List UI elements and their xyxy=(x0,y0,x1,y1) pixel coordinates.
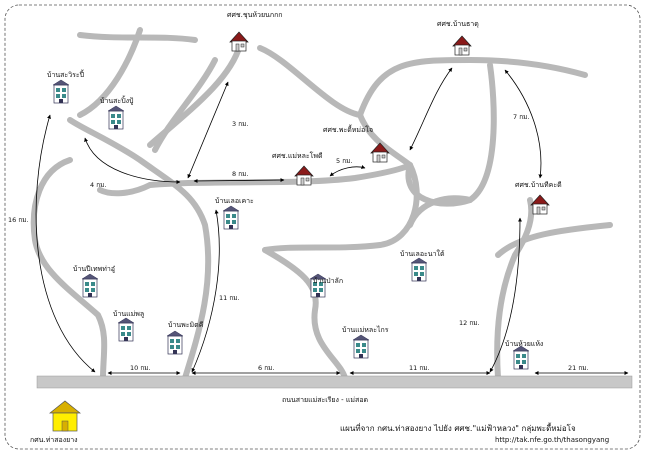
source-url: http://tak.nfe.go.th/thasongyang xyxy=(495,436,610,444)
distance-label-4km: 4 กม. xyxy=(90,181,107,189)
arrow-3km xyxy=(187,81,229,179)
distance-label-7km: 7 กม. xyxy=(513,113,530,121)
arrow-north-tha-dua xyxy=(409,67,453,151)
place-label-pa-duemo-jo: ศศช.พะดื้หม่อโจ xyxy=(323,126,374,134)
distance-label-8km: 8 กม. xyxy=(232,170,249,178)
place-label-mae-pu: บ้านแม่พลู xyxy=(113,310,145,318)
learning-center-house-icon xyxy=(294,165,314,186)
distance-label-3km: 3 กม. xyxy=(232,120,249,128)
learning-center-house-icon xyxy=(530,194,550,215)
learning-center-house-icon xyxy=(452,35,472,56)
place-label-sa-tae-pi: บ้านสะวิระปี้ xyxy=(47,71,85,79)
distance-label-5km: 5 กม. xyxy=(336,157,353,165)
place-label-pia-tha-pu: บ้านปีเทพท่าอู๋ xyxy=(73,265,115,273)
village-house-icon xyxy=(222,205,240,230)
place-label-pa-lak: บ้านป่าลัก xyxy=(313,277,344,285)
village-house-icon xyxy=(107,105,125,130)
place-label-tha-song-yang: กศน.ท่าสองยาง xyxy=(30,436,78,444)
place-label-thi-kha-di: ศศช.บ้านทีคะดี xyxy=(515,181,562,189)
place-label-lae-na-tai: บ้านเลอะนาใต้ xyxy=(400,250,445,258)
place-label-sa-po-pu: บ้านสะปิ้งปู้ xyxy=(100,97,134,105)
village-house-icon xyxy=(166,330,184,355)
place-label-mae-la-krai: บ้านแม่หละไกร xyxy=(342,326,389,334)
village-house-icon xyxy=(117,317,135,342)
road-network xyxy=(30,27,613,381)
distance-label-21km: 21 กม. xyxy=(568,364,589,372)
place-label-huai-phaeng: บ้านห้วยแห้ง xyxy=(505,340,544,348)
place-label-lae-kho: บ้านเลอเคาะ xyxy=(215,197,254,205)
map-frame xyxy=(4,4,641,450)
place-label-chun-huai-nok-kok: ศศช.ชุนห้วยนกกก xyxy=(227,11,283,19)
village-house-icon xyxy=(512,345,530,370)
village-house-icon xyxy=(81,273,99,298)
village-house-icon xyxy=(52,79,70,104)
distance-label-10km: 10 กม. xyxy=(130,364,151,372)
place-label-tha-dua: ศศช.บ้านธาดุ xyxy=(437,20,479,28)
district-office-house-icon xyxy=(49,400,81,432)
learning-center-house-icon xyxy=(229,31,249,52)
distance-label-12km: 12 กม. xyxy=(459,319,480,327)
map-title: แผนที่จาก กศน.ท่าสองยาง ไปยัง ศศช."แม่ฟ้… xyxy=(340,424,576,433)
village-house-icon xyxy=(410,257,428,282)
distance-label-16km: 16 กม. xyxy=(8,216,29,224)
distance-label-11km-horizontal: 11 กม. xyxy=(409,364,430,372)
arrow-8km xyxy=(193,178,285,183)
village-house-icon xyxy=(352,334,370,359)
place-label-mae-nor-pho-di: ศศช.แม่หละโพดี xyxy=(272,152,323,160)
arrow-5km xyxy=(329,165,366,177)
main-road xyxy=(36,375,633,389)
distance-label-6km: 6 กม. xyxy=(258,364,275,372)
arrow-11km-vertical xyxy=(191,209,220,373)
place-label-pa-mit-khi: บ้านพะมิตคี xyxy=(168,321,204,329)
distance-label-11km-vertical: 11 กม. xyxy=(219,294,240,302)
arrow-12km xyxy=(489,217,522,373)
main-road-label: ถนนสายแม่สะเรียง - แม่สอด xyxy=(282,396,369,404)
arrow-7km xyxy=(504,69,543,179)
arrow-16km xyxy=(35,114,96,373)
